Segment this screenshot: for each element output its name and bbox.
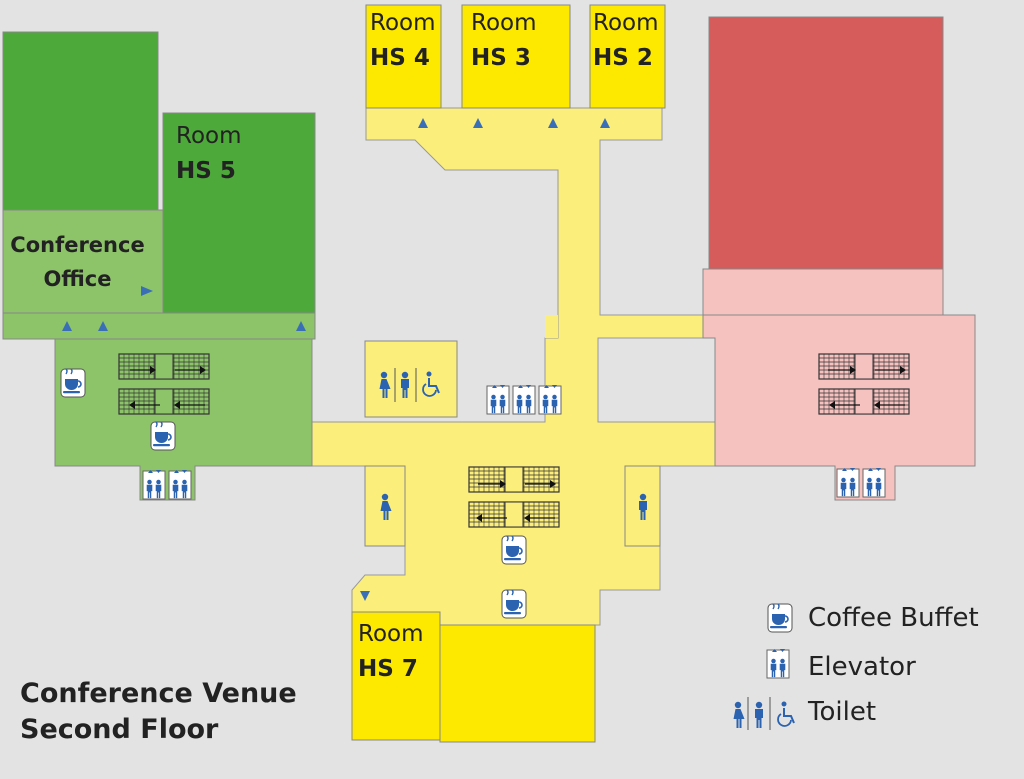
escalator-green [118, 353, 210, 415]
room-hs2-label: Room HS 2 [593, 10, 659, 72]
room-hs5-label: Room HS 5 [176, 123, 242, 185]
legend-elevator-icon [766, 648, 790, 679]
title-line2: Second Floor [20, 714, 219, 745]
room-hs3-label: Room HS 3 [471, 10, 537, 72]
room-hs7-label: Room HS 7 [358, 621, 424, 683]
entrance-arrows [62, 118, 610, 601]
legend-toilet-label: Toilet [808, 697, 877, 727]
office-line2: Office [43, 267, 112, 291]
conference-office-label: Conference Office [10, 228, 145, 296]
legend-elevator-label: Elevator [808, 652, 916, 682]
elevator-icon [512, 384, 536, 415]
room-code: HS 4 [370, 45, 430, 71]
elevator-icon [168, 469, 192, 500]
office-line1: Conference [10, 233, 145, 257]
room-word: Room [593, 10, 659, 36]
escalator-red [818, 353, 910, 415]
red-wing [702, 16, 976, 501]
legend-coffee-icon [767, 603, 793, 633]
coffee-icon [150, 421, 176, 451]
elevator-icon [538, 384, 562, 415]
room-word: Room [176, 123, 242, 149]
legend-man-icon [755, 701, 763, 728]
elevator-icon [836, 467, 860, 498]
room-word: Room [358, 621, 424, 647]
coffee-icon [60, 368, 86, 398]
escalator-center [468, 466, 560, 528]
legend-coffee-label: Coffee Buffet [808, 603, 979, 633]
elevator-icon [486, 384, 510, 415]
legend-woman-icon [733, 701, 745, 728]
green-wing [2, 31, 316, 501]
elevator-icon [142, 469, 166, 500]
room-code: HS 3 [471, 45, 531, 71]
corridor-area [311, 107, 717, 741]
room-code: HS 5 [176, 158, 236, 184]
map-title: Conference Venue Second Floor [20, 676, 297, 748]
room-hs4-label: Room HS 4 [370, 10, 436, 72]
room-code: HS 7 [358, 656, 418, 682]
title-line1: Conference Venue [20, 678, 297, 709]
room-word: Room [471, 10, 537, 36]
coffee-icon [501, 589, 527, 619]
room-code: HS 2 [593, 45, 653, 71]
yellow-rooms [351, 4, 666, 743]
elevator-icon [862, 467, 886, 498]
room-word: Room [370, 10, 436, 36]
legend-accessible-icon [777, 700, 795, 727]
coffee-icon [501, 535, 527, 565]
